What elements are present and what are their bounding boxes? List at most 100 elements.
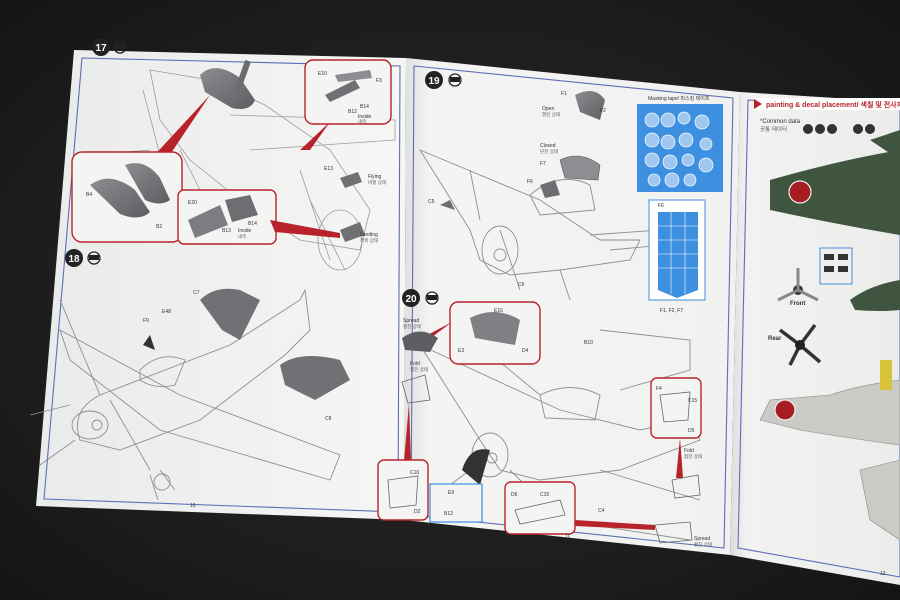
label-c4: C4 [598, 508, 605, 514]
callout-landing: Landing [360, 232, 378, 238]
callout-closed-ko: 닫힌 상태 [540, 148, 558, 155]
step-20-number: 20 [405, 294, 417, 305]
label-f4: F4 [656, 386, 662, 392]
callout-gear-parts: E20 B13 B14 Inside 내측 [177, 189, 277, 245]
label-e3: E3 [458, 348, 464, 354]
plane-top-view [770, 130, 900, 311]
callout-bottom-middle: E9 B12 [429, 483, 483, 523]
rear-label: Rear [768, 336, 782, 342]
label-e48: E48 [162, 309, 171, 315]
label-b10: B10 [584, 340, 593, 346]
callout-flying: Flying [368, 174, 382, 180]
canopy-open [575, 91, 605, 120]
label-d6: D6 [511, 492, 518, 498]
step-18-number: 18 [68, 254, 80, 265]
glue-icon [113, 40, 127, 54]
callout-spread-2-ko: 펼친 상태 [694, 541, 712, 548]
part-c7 [200, 288, 260, 340]
label-e20: E20 [188, 200, 197, 206]
label-c16: C16 [410, 470, 419, 476]
callout-inside: Inside [358, 114, 372, 120]
step-19-airframe [418, 149, 666, 301]
step-18: 18 C7 F9 E48 C8 10 [29, 249, 350, 509]
callout-fold-2-ko: 접힌 상태 [684, 453, 702, 460]
part-c8 [280, 356, 350, 400]
label-f6: F6 [527, 179, 533, 185]
tail-wheel-views: E13 Flying 비행 상태 Landing 착륙 상태 [324, 166, 386, 244]
callout-fold-ko: 접힌 상태 [410, 366, 428, 373]
callout-bottom-left: C16 D2 [377, 459, 429, 521]
label-b12-b: B12 [444, 511, 453, 517]
label-d5: D5 [688, 428, 695, 434]
callout-spread: Spread [403, 318, 419, 324]
left-page-number: 10 [190, 503, 196, 509]
callout-open: Open [542, 106, 554, 112]
drop-tank [200, 59, 255, 109]
front-label: Front [790, 301, 805, 307]
label-b14: B14 [360, 104, 369, 110]
rear-view: Rear [768, 323, 822, 366]
engine-cowl [462, 449, 490, 485]
label-e16: E16 [494, 308, 503, 314]
label-f3: F3 [376, 78, 382, 84]
label-c6: C6 [518, 282, 525, 288]
masking-tape-guide: Masking tape/ 마스킹 테이프 F6 F1, F2, F7 [637, 95, 723, 314]
masking-title: Masking tape/ 마스킹 테이프 [648, 95, 710, 102]
callout-fold-2: Fold [684, 448, 694, 454]
label-d2: D2 [414, 509, 421, 515]
step-18-airframe [29, 288, 341, 501]
step-17-number: 17 [95, 43, 107, 54]
glue-icon [425, 291, 439, 305]
hinomaru-roundel-bottom [774, 399, 796, 421]
label-b13: B13 [222, 228, 231, 234]
callout-spread-2: Spread [694, 536, 710, 542]
hinomaru-roundel [788, 180, 812, 204]
step-17-badge [92, 38, 110, 56]
callout-wing-spread: E16 E3 D4 [449, 301, 541, 365]
label-b2: B2 [156, 224, 162, 230]
step-19-number: 19 [428, 76, 440, 87]
mask-parts-caption: F1, F2, F7 [660, 308, 683, 314]
callout-inside-2: Inside [238, 228, 252, 234]
painting-header: painting & decal placement/ 색칠 및 전사지 [766, 100, 900, 109]
label-c15: C15 [688, 398, 697, 404]
label-f2: F2 [600, 108, 606, 114]
painting-guide: painting & decal placement/ 색칠 및 전사지 *Co… [754, 98, 900, 577]
label-c5: C5 [428, 199, 435, 205]
label-e9: E9 [448, 490, 454, 496]
callout-spread-ko: 펼친 상태 [403, 323, 421, 330]
plane-bottom-view [759, 360, 900, 541]
callout-bottom-right: D6 C15 [504, 481, 576, 535]
label-c15-b: C15 [540, 492, 549, 498]
step-20: 20 E16 E3 D4 Spread 펼친 상태 Fold 접힌 상태 [377, 289, 712, 548]
common-data-label: *Common data [760, 119, 801, 125]
front-view: Front [777, 268, 819, 307]
step-18-badge [65, 249, 83, 267]
callout-open-ko: 열린 상태 [542, 111, 560, 118]
common-data-ko: 공통 데이터 [760, 125, 787, 133]
label-c7: C7 [193, 290, 200, 296]
right-page-number: 12 [880, 571, 886, 577]
step-17: 17 B4 B2 E2 [71, 38, 396, 271]
callout-inside-ko: 내측 [358, 118, 366, 125]
label-f7: F7 [540, 161, 546, 167]
mask-f6-label: F6 [658, 203, 664, 209]
callout-closed: Closed [540, 143, 556, 149]
callout-landing-gear: E10 F3 B14 B12 Inside 내측 [304, 59, 392, 125]
label-e10: E10 [318, 71, 327, 77]
glue-icon [87, 251, 101, 265]
callout-fold: Fold [410, 361, 420, 367]
paint-code-chips [803, 124, 875, 134]
step-20-badge [402, 289, 420, 307]
step-19-badge [425, 71, 443, 89]
label-b12: B12 [348, 109, 357, 115]
label-b14-b: B14 [248, 221, 257, 227]
glue-icon [448, 73, 462, 87]
label-b4: B4 [86, 192, 92, 198]
canopy-closed [559, 155, 601, 181]
callout-flying-ko: 비행 상태 [368, 179, 386, 186]
label-d4: D4 [522, 348, 529, 354]
callout-inside-2-ko: 내측 [238, 233, 246, 240]
